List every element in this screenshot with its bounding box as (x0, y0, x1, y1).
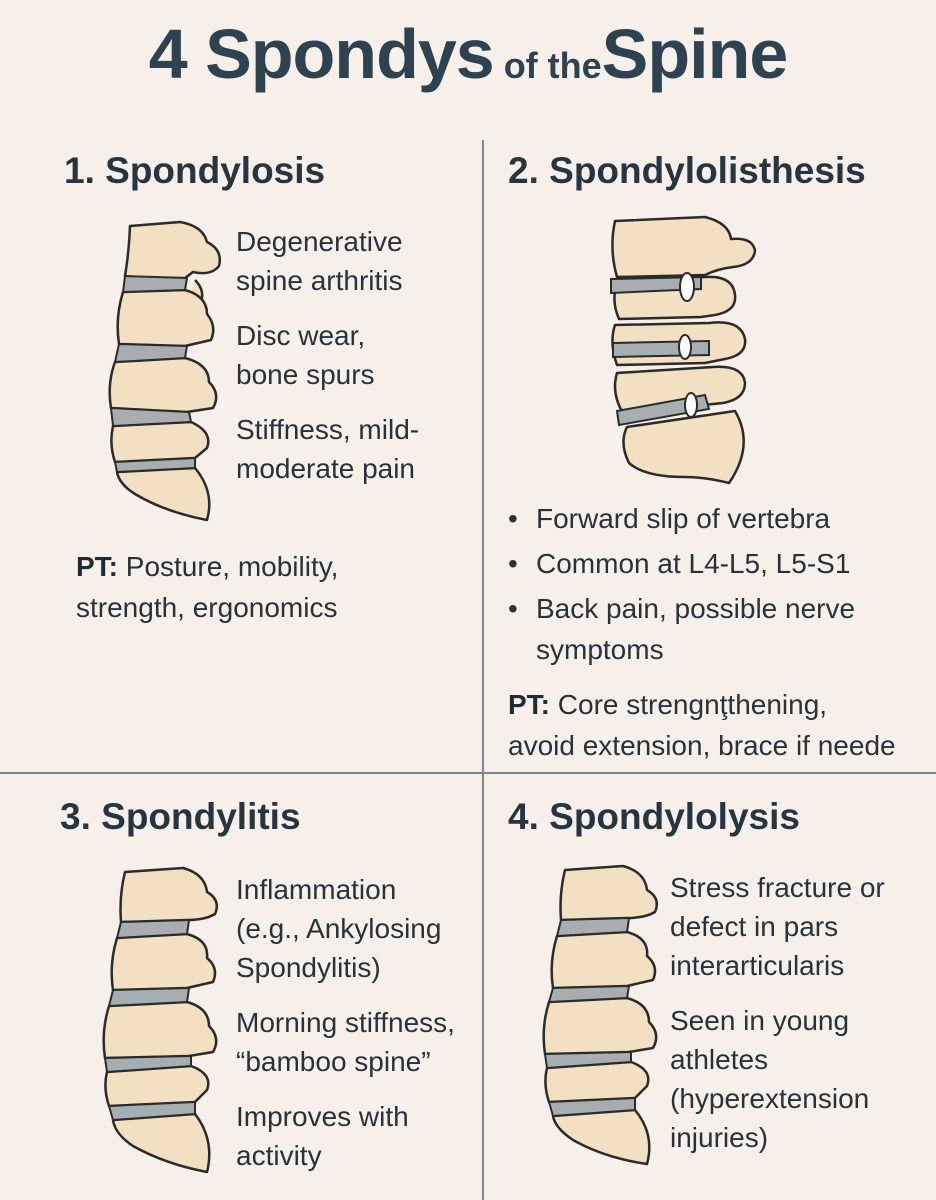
pt-label: PT: (76, 551, 118, 582)
panel-1-line: Degenerative (236, 226, 403, 257)
vertical-divider (482, 140, 484, 1200)
pt-text: Core strengnţthening, (550, 689, 828, 720)
title-part-2: of the (493, 45, 602, 86)
panel-3-line: activity (236, 1140, 322, 1171)
panel-4-line: Seen in young (670, 1005, 850, 1036)
panel-4-line: (hyperextension (670, 1083, 870, 1114)
spine-illustration-icon (610, 215, 757, 485)
panel-4-line: athletes (670, 1044, 769, 1075)
panel-4-line: Stress fracture or (670, 872, 885, 903)
panel-1-line: moderate pain (236, 453, 416, 484)
panel-4-line: interarticularis (670, 950, 845, 981)
pt-text: Posture, mobility, (118, 551, 339, 582)
panel-4-line: defect in pars (670, 911, 839, 942)
panel-1-line: spine arthritis (236, 265, 403, 296)
panel-3-line: Inflammation (236, 874, 397, 905)
spine-illustration-icon (542, 864, 658, 1166)
panel-3-line: Improves with (236, 1101, 409, 1132)
panel-4-text: Stress fracture or defect in pars intera… (670, 868, 885, 1157)
bullet-item: •Forward slip of vertebra (508, 503, 831, 534)
pt-text: strength, ergonomics (76, 592, 338, 623)
title-part-1: 4 Spondys (148, 15, 495, 93)
panel-1-heading: 1. Spondylosis (64, 150, 326, 191)
panel-3-heading: 3. Spondylitis (60, 796, 301, 837)
panel-2-pt: PT: Core strengnţthening, avoid extensio… (508, 684, 896, 766)
bullet-continuation: symptoms (536, 634, 664, 665)
panel-2-bullets: •Forward slip of vertebra •Common at L4-… (508, 496, 855, 672)
panel-1-line: bone spurs (236, 359, 375, 390)
panel-3-line: Morning stiffness, (236, 1007, 455, 1038)
panel-1-pt: PT: Posture, mobility, strength, ergonom… (76, 546, 338, 628)
page-title: 4 Spondys of theSpine (0, 14, 936, 94)
title-part-3: Spine (601, 15, 789, 93)
panel-1-text: Degenerative spine arthritis Disc wear, … (236, 222, 419, 488)
horizontal-divider (0, 772, 936, 774)
panel-4-line: injuries) (670, 1122, 769, 1153)
spine-illustration-icon (108, 220, 221, 522)
bullet-item: •Common at L4-L5, L5-S1 (508, 548, 851, 579)
pt-text: avoid extension, brace if neede (508, 730, 896, 761)
panel-3-line: (e.g., Ankylosing (236, 913, 442, 944)
spine-illustration-icon (102, 866, 218, 1174)
panel-2-heading: 2. Spondylolisthesis (508, 150, 866, 191)
panel-4-heading: 4. Spondylolysis (508, 796, 800, 837)
pt-label: PT: (508, 689, 550, 720)
panel-3-text: Inflammation (e.g., Ankylosing Spondylit… (236, 870, 455, 1175)
panel-3-line: “bamboo spine” (236, 1046, 431, 1077)
bullet-item: •Back pain, possible nerve (508, 593, 856, 624)
panel-3-line: Spondylitis) (236, 952, 381, 983)
panel-1-line: Stiffness, mild- (236, 414, 420, 445)
panel-1-line: Disc wear, (236, 320, 366, 351)
